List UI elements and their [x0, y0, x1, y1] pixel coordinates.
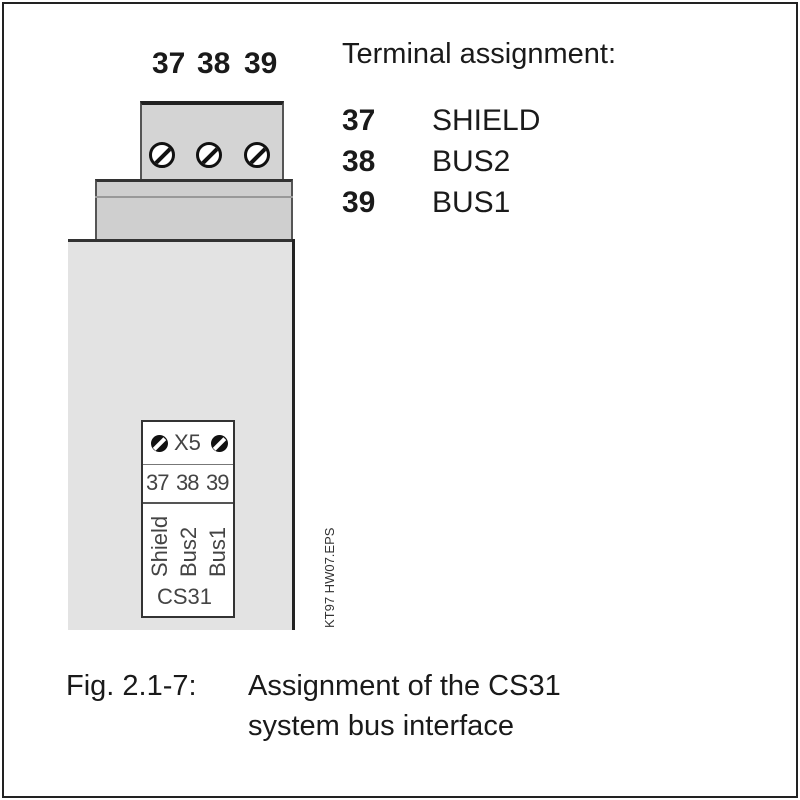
terminal-screw-icon: [149, 142, 175, 168]
label-divider: [143, 502, 233, 504]
label-signal-bus2: Bus2: [176, 526, 201, 577]
label-terminal-37: 37: [146, 470, 170, 495]
assignment-label-bus1: BUS1: [432, 186, 511, 219]
label-module-name: CS31: [157, 584, 213, 609]
terminal-number-38: 38: [197, 47, 231, 80]
label-signal-bus1: Bus1: [205, 526, 230, 577]
device-top-edge: [68, 239, 294, 242]
terminal-screw-icon: [244, 142, 270, 168]
assignment-number-37: 37: [342, 104, 376, 137]
assignment-title: Terminal assignment:: [342, 38, 616, 70]
device-label: X5 37 38 39 Shield Bus2 Bus1 CS31: [141, 420, 235, 618]
terminal-number-37: 37: [152, 47, 186, 80]
assignment-number-39: 39: [342, 186, 376, 219]
file-reference: KT97 HW07.EPS: [322, 527, 337, 628]
terminal-screw-icon: [196, 142, 222, 168]
label-divider: [143, 464, 233, 465]
label-signal-shield: Shield: [147, 515, 172, 577]
small-screw-icon: [211, 435, 228, 452]
terminal-number-39: 39: [244, 47, 278, 80]
device-right-edge: [292, 239, 295, 630]
terminal-block-base: [95, 179, 293, 239]
figure-caption-line-2: system bus interface: [248, 710, 514, 742]
assignment-label-shield: SHIELD: [432, 104, 541, 137]
figure-caption-line-1: Assignment of the CS31: [248, 670, 561, 702]
assignment-number-38: 38: [342, 145, 376, 178]
terminal-block-divider: [95, 196, 293, 198]
connector-label: X5: [174, 430, 201, 455]
small-screw-icon: [151, 435, 168, 452]
label-terminal-39: 39: [206, 470, 230, 495]
label-terminal-38: 38: [176, 470, 200, 495]
assignment-label-bus2: BUS2: [432, 145, 511, 178]
figure-number: Fig. 2.1-7:: [66, 670, 197, 702]
